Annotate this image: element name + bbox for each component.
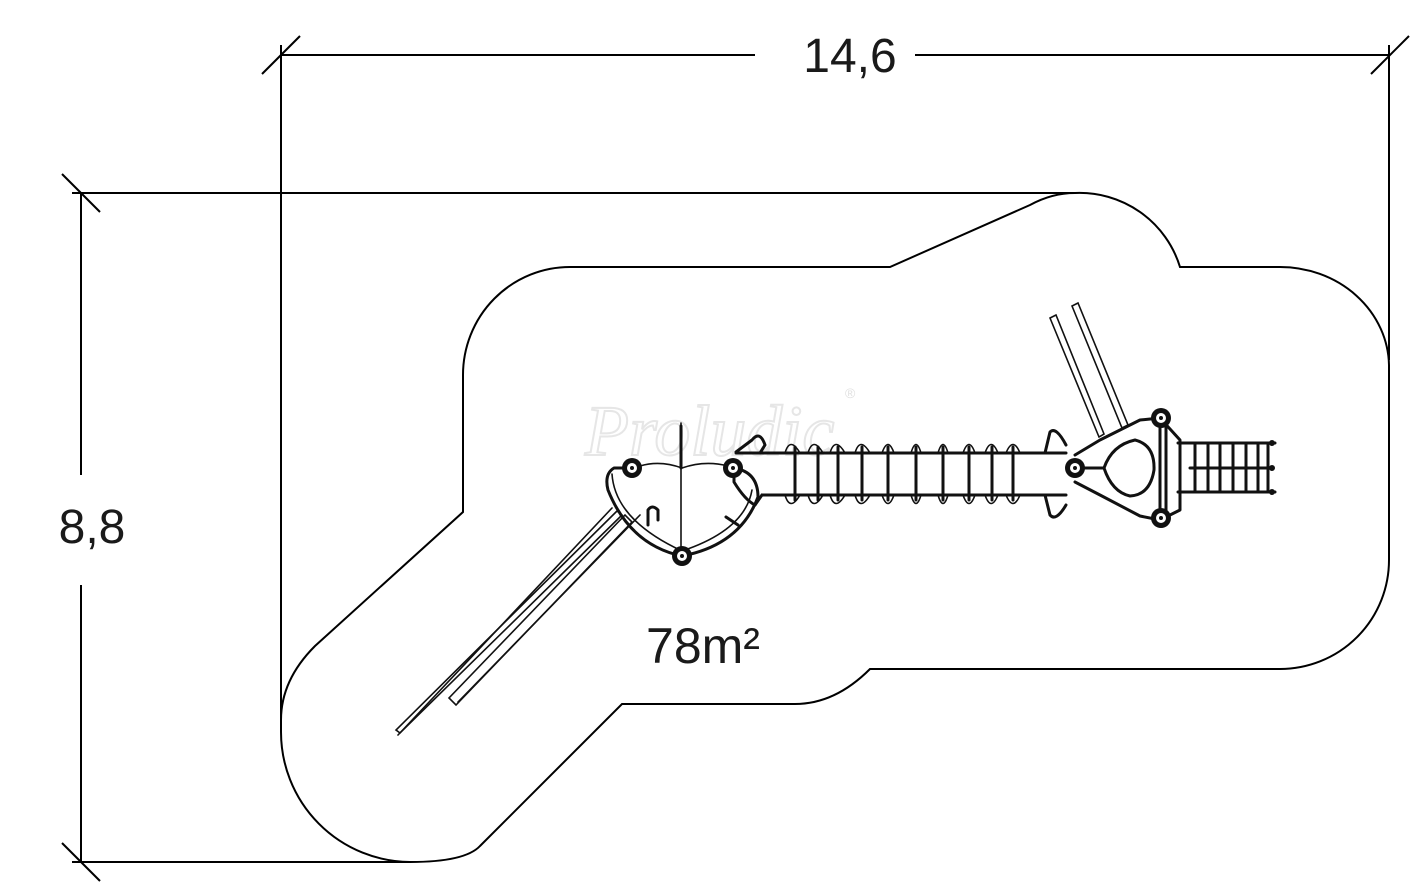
watermark-registered-mark: ® — [845, 385, 856, 401]
bridge — [734, 429, 1068, 519]
bridge-anchor-bottom-right — [1043, 493, 1068, 519]
slide-edge — [397, 507, 613, 736]
slide-rail-right — [447, 513, 634, 707]
safety-area-boundary — [280, 191, 1390, 864]
tower-pole-2 — [1070, 301, 1130, 430]
watermark: Proludic ® — [583, 385, 856, 472]
width-label: 14,6 — [803, 30, 896, 83]
platform-handle — [724, 515, 740, 527]
platform-connector — [732, 466, 757, 507]
bridge-anchor-bottom-left — [753, 493, 764, 507]
bridge-anchor-top-right — [1043, 429, 1068, 455]
right-tower — [1048, 301, 1182, 528]
climbing-ladder — [1176, 440, 1277, 495]
slide-rail-left — [394, 509, 624, 735]
slide — [394, 505, 660, 736]
height-label: 8,8 — [59, 501, 126, 554]
dimension-height: 8,8 — [59, 173, 1075, 882]
watermark-text: Proludic — [584, 391, 834, 471]
area-label: 78m² — [646, 618, 760, 674]
left-platform — [605, 422, 760, 566]
slide-bed — [457, 514, 641, 703]
tower-pole-1 — [1048, 313, 1105, 439]
dimension-width: 14,6 — [261, 30, 1410, 722]
slide-hook — [646, 505, 660, 527]
bridge-anchor-top-left — [734, 434, 767, 455]
bridge-loops — [784, 443, 1021, 505]
platform-frame-inner — [611, 473, 753, 552]
bridge-rungs — [793, 445, 1015, 502]
tower-deck — [1102, 438, 1156, 498]
